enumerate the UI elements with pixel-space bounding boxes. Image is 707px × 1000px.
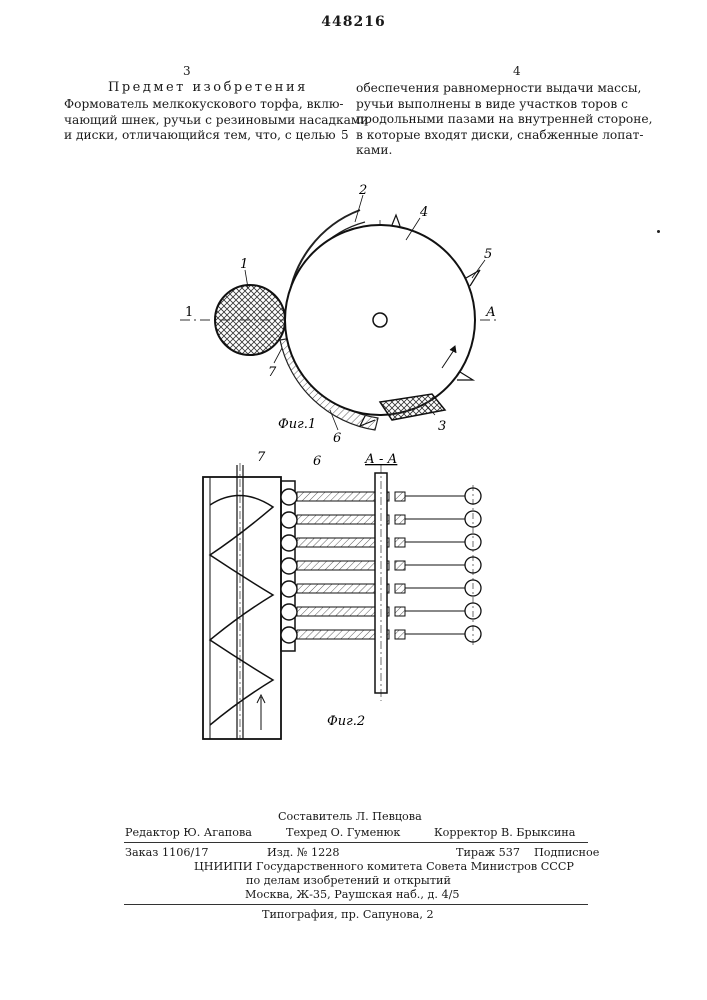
label-4: 4 bbox=[419, 205, 428, 220]
section-heading: Предмет изобретения bbox=[108, 80, 308, 95]
imprint-org-sub: по делам изобретений и открытий bbox=[246, 874, 451, 887]
label-5: 5 bbox=[484, 247, 492, 262]
imprint-subscription: Подписное bbox=[534, 846, 599, 859]
claim-line: и диски, отличающийся тем, что, с целью bbox=[64, 128, 332, 144]
section-mark-left: 1 bbox=[185, 305, 193, 320]
figure-1-drawing: 2 1 4 5 3 6 7 1 А Фиг.1 bbox=[170, 180, 530, 450]
claim-left-column: Формователь мелкокускового торфа, вклю- … bbox=[64, 97, 332, 144]
column-number-right: 4 bbox=[513, 64, 521, 78]
section-title: А - А bbox=[364, 452, 397, 467]
auger-cross-section bbox=[215, 285, 285, 355]
fig2-label-7: 7 bbox=[257, 450, 266, 465]
claim-line: в которые входят диски, снабженные лопат… bbox=[356, 128, 628, 144]
claim-line: ручьи выполнены в виде участков торов с bbox=[356, 97, 628, 113]
figure-2-drawing: 7 6 А - А Фиг.2 bbox=[195, 445, 505, 745]
imprint-circulation: Тираж 537 bbox=[456, 846, 520, 859]
label-3: 3 bbox=[438, 419, 446, 434]
print-speck bbox=[657, 230, 660, 233]
imprint-techred: Техред О. Гуменюк bbox=[286, 826, 400, 839]
label-2: 2 bbox=[358, 183, 367, 198]
claim-line: обеспечения равномерности выдачи массы, bbox=[356, 81, 628, 97]
figure-1-caption: Фиг.1 bbox=[278, 417, 316, 432]
imprint-compiler: Составитель Л. Певцова bbox=[278, 810, 422, 823]
imprint-org: ЦНИИПИ Государственного комитета Совета … bbox=[194, 860, 574, 873]
section-mark-right: А bbox=[485, 305, 496, 320]
imprint-rule-top bbox=[124, 842, 588, 843]
imprint-address: Москва, Ж-35, Раушская наб., д. 4/5 bbox=[245, 888, 460, 901]
imprint-order: Заказ 1106/17 bbox=[125, 846, 208, 859]
imprint-edition: Изд. № 1228 bbox=[267, 846, 339, 859]
imprint-printer: Типография, пр. Сапунова, 2 bbox=[262, 908, 434, 921]
imprint-corrector: Корректор В. Брыксина bbox=[434, 826, 575, 839]
column-number-left: 3 bbox=[183, 64, 191, 78]
label-1: 1 bbox=[240, 257, 248, 272]
line-number-marker: 5 bbox=[341, 128, 349, 142]
imprint-editor: Редактор Ю. Агапова bbox=[125, 826, 252, 839]
claim-line: чающий шнек, ручьи с резиновыми насадкам… bbox=[64, 113, 332, 129]
disc-hub bbox=[373, 313, 387, 327]
auger-spiral bbox=[210, 495, 273, 725]
patent-number: 448216 bbox=[0, 14, 707, 30]
label-7: 7 bbox=[268, 365, 277, 380]
imprint-rule-bottom bbox=[124, 904, 588, 905]
label-6: 6 bbox=[333, 431, 341, 446]
fig2-label-6: 6 bbox=[313, 454, 321, 469]
figure-2-caption: Фиг.2 bbox=[327, 714, 365, 729]
claim-line: продольными пазами на внутренней стороне… bbox=[356, 112, 628, 128]
claim-line: ками. bbox=[356, 143, 628, 159]
claim-right-column: обеспечения равномерности выдачи массы, … bbox=[356, 81, 628, 159]
claim-line: Формователь мелкокускового торфа, вклю- bbox=[64, 97, 332, 113]
